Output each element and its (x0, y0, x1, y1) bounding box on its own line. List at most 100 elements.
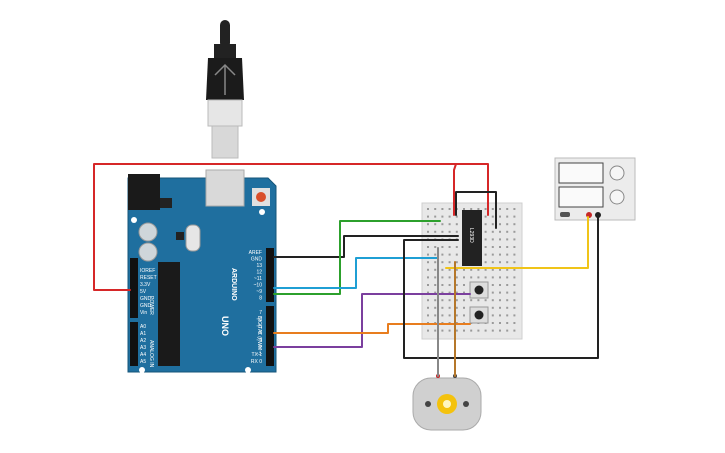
breadboard-hole (448, 291, 451, 294)
pin-label: A2 (140, 338, 146, 344)
breadboard-hole (513, 223, 516, 226)
pin-label: Vin (140, 310, 147, 316)
breadboard-hole (499, 230, 501, 233)
breadboard-hole (427, 268, 429, 271)
breadboard-hole (506, 299, 509, 302)
breadboard-hole (427, 284, 429, 286)
pin-label: ~5 (256, 324, 262, 330)
breadboard-hole (506, 238, 509, 241)
pin-label: ~10 (254, 283, 263, 289)
breadboard-hole (441, 291, 444, 294)
breadboard-hole (506, 208, 509, 210)
breadboard-hole (448, 299, 451, 302)
breadboard-hole (499, 329, 501, 332)
pin-label: GND (140, 303, 152, 309)
power-supply-icon[interactable] (554, 157, 636, 221)
breadboard-hole (499, 299, 501, 302)
breadboard-hole (513, 322, 516, 324)
breadboard-hole (499, 261, 501, 264)
breadboard-hole (499, 223, 501, 226)
breadboard-hole (513, 261, 516, 264)
breadboard-hole (448, 230, 451, 233)
breadboard-hole (506, 329, 509, 332)
breadboard-hole (441, 261, 444, 264)
breadboard-hole (434, 284, 437, 286)
breadboard-hole (491, 306, 494, 309)
power-jack (128, 174, 160, 210)
pin-label: A3 (140, 345, 146, 351)
breadboard-hole (506, 314, 509, 317)
arduino-uno-board[interactable]: ARDUINO UNO POWER ANALOG IN DIGITAL (PWM… (127, 169, 277, 373)
breadboard-hole (484, 268, 487, 271)
breadboard-hole (448, 268, 451, 271)
capacitor (138, 222, 158, 242)
breadboard-hole (441, 208, 444, 210)
motor-icon[interactable] (412, 374, 482, 431)
wire-black (403, 239, 459, 249)
breadboard-hole (434, 208, 437, 210)
crystal (185, 224, 201, 252)
breadboard-hole (513, 299, 516, 302)
usb-cable-icon (206, 20, 244, 159)
breadboard-hole (427, 253, 429, 256)
breadboard-hole (513, 208, 516, 210)
breadboard-hole (455, 276, 458, 279)
push-button-icon[interactable] (469, 306, 489, 324)
breadboard-hole (434, 268, 437, 271)
breadboard-hole (484, 223, 487, 226)
breadboard-hole (441, 276, 444, 279)
breadboard-hole (463, 314, 465, 317)
pin-label: GND (140, 296, 152, 302)
breadboard-hole (506, 276, 509, 279)
breadboard-hole (499, 284, 501, 286)
breadboard-hole (506, 268, 509, 271)
breadboard-hole (448, 223, 451, 226)
breadboard-hole (491, 223, 494, 226)
breadboard-hole (491, 208, 494, 210)
push-button-icon[interactable] (469, 281, 489, 299)
pin-label: ~9 (256, 289, 262, 295)
digital-header-title: DIGITAL (PWM~) (256, 316, 262, 355)
pin-label: A5 (140, 359, 146, 365)
pin-label: GND (251, 257, 263, 263)
l293d-label: L293D (468, 228, 474, 243)
breadboard-hole (513, 238, 516, 241)
breadboard-hole (506, 322, 509, 324)
breadboard-hole (484, 238, 487, 241)
pin-label: TX 1 (251, 352, 262, 358)
breadboard-hole (477, 276, 480, 279)
digital-header-bottom (266, 306, 274, 366)
breadboard-hole (506, 246, 509, 248)
pin-label: AREF (249, 250, 262, 256)
breadboard-hole (513, 329, 516, 332)
breadboard-hole (455, 246, 458, 248)
breadboard-hole (513, 314, 516, 317)
breadboard-hole (470, 276, 473, 279)
breadboard-hole (499, 322, 501, 324)
breadboard-hole (441, 314, 444, 317)
breadboard-hole (491, 291, 494, 294)
breadboard-hole (499, 215, 501, 218)
breadboard-hole (491, 314, 494, 317)
breadboard-hole (470, 208, 473, 210)
breadboard-hole (484, 299, 487, 302)
breadboard-hole (484, 246, 487, 248)
breadboard-hole (441, 329, 444, 332)
breadboard-hole (513, 215, 516, 218)
breadboard-hole (506, 215, 509, 218)
breadboard-hole (491, 284, 494, 286)
breadboard-hole (506, 223, 509, 226)
wire-yellow (445, 216, 589, 269)
l293d-chip[interactable] (462, 210, 482, 266)
pin-label: RESET (140, 275, 157, 281)
breadboard-hole (427, 261, 429, 264)
breadboard-hole (470, 268, 473, 271)
breadboard-hole (455, 329, 458, 332)
power-header (130, 258, 138, 318)
breadboard-hole (491, 329, 494, 332)
breadboard-hole (448, 314, 451, 317)
breadboard-hole (484, 276, 487, 279)
